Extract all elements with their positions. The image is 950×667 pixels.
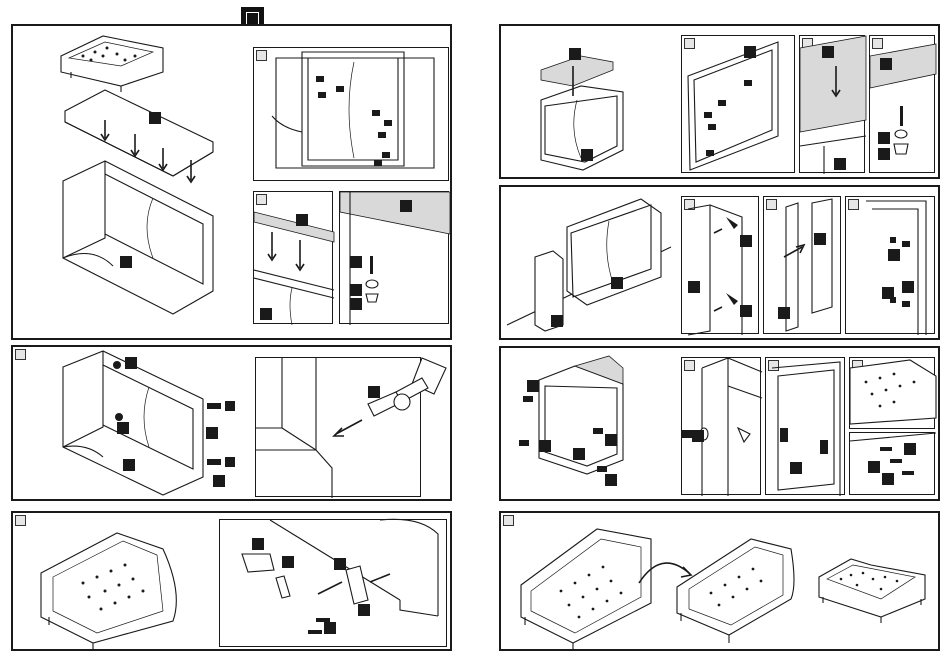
sub-step-bracket — [219, 519, 447, 647]
step-badge — [123, 459, 135, 471]
step-badge — [882, 473, 894, 485]
step-badge — [350, 298, 362, 310]
wrench-icon — [366, 294, 378, 302]
sofa-thumbnail-icon — [61, 36, 163, 92]
step-badge — [296, 214, 308, 226]
sub-step-drill — [255, 357, 421, 497]
sub-step-corner-seat — [849, 357, 935, 429]
step-badge — [358, 604, 370, 616]
corner-bracket-illustration — [766, 358, 846, 496]
step-badge — [334, 558, 346, 570]
sofa-section-left — [521, 529, 651, 651]
sub-step-side-left — [681, 196, 759, 334]
step-badge — [213, 475, 225, 487]
bracket-icon — [780, 428, 828, 454]
sub-step-right-top — [799, 35, 865, 173]
washer-icon — [366, 280, 378, 288]
wrench-icon — [894, 144, 908, 154]
step-panel-right-4 — [499, 511, 940, 651]
step-badge — [692, 430, 704, 442]
step-badge — [117, 422, 129, 434]
step-badge — [551, 315, 563, 327]
sub-step-corner-bracket — [765, 357, 845, 495]
step-badge — [814, 233, 826, 245]
step-badge — [790, 462, 802, 474]
step-badge — [868, 461, 880, 473]
sub-step-corner-bolt — [681, 357, 761, 495]
step-badge — [778, 307, 790, 319]
step-badge — [324, 622, 336, 634]
step-panel-right-3 — [499, 346, 940, 501]
step-badge — [539, 440, 551, 452]
step-panel-right-1 — [499, 24, 940, 179]
corner-bolt-illustration — [682, 358, 762, 496]
step-panel-left-3 — [11, 511, 452, 651]
step-panel-right-2 — [499, 185, 940, 340]
corner-seat-illustration — [850, 358, 936, 430]
step-badge — [822, 46, 834, 58]
step-badge — [740, 305, 752, 317]
side-mid-illustration — [764, 197, 842, 335]
step-badge — [888, 249, 900, 261]
sub-step-bolts — [253, 47, 449, 181]
washer-icon — [895, 130, 907, 138]
step-badge — [744, 46, 756, 58]
right-bolts-illustration — [682, 36, 796, 174]
step-badge — [740, 235, 752, 247]
step-panel-left-2 — [11, 345, 452, 501]
step-badge — [581, 149, 593, 161]
step-badge — [878, 148, 890, 160]
sub-step-corner-screws — [849, 432, 935, 495]
drill-detail-illustration — [256, 358, 422, 498]
step-badge — [688, 281, 700, 293]
screw-icon — [900, 106, 903, 126]
step-badge — [573, 448, 585, 460]
step-badge — [125, 357, 137, 369]
step-badge — [904, 443, 916, 455]
step-badge — [605, 434, 617, 446]
step-badge — [605, 474, 617, 486]
step-badge — [611, 277, 623, 289]
step-badge — [902, 281, 914, 293]
bracket-icon — [242, 554, 368, 604]
sofa-section-right — [677, 539, 794, 643]
step-badge — [149, 112, 161, 124]
corner-screws-illustration — [850, 433, 936, 496]
sofa-assembled-thumbnail — [819, 559, 925, 623]
fasten-detail-illustration — [254, 192, 334, 325]
step-badge — [120, 256, 132, 268]
step-badge — [350, 256, 362, 268]
top-board — [65, 90, 213, 182]
screw-icon — [370, 256, 373, 274]
bolts-detail-illustration — [254, 48, 450, 182]
step-badge — [368, 386, 380, 398]
step-badge — [569, 48, 581, 60]
sub-step-fasten — [253, 191, 333, 324]
frame-box — [63, 161, 213, 314]
bolt-icon — [316, 76, 392, 166]
sub-step-side-mid — [763, 196, 841, 334]
step-panel-left-1 — [11, 24, 452, 340]
bolt-icon — [704, 80, 752, 156]
step-badge — [400, 200, 412, 212]
final-assembly-illustration — [501, 513, 942, 653]
step-badge — [350, 284, 362, 296]
step-badge — [252, 538, 264, 550]
side-right-illustration — [846, 197, 936, 335]
step-badge — [206, 427, 218, 439]
step-badge — [878, 132, 890, 144]
step-badge — [527, 380, 539, 392]
step-badge — [282, 556, 294, 568]
sub-step-side-right — [845, 196, 935, 334]
sub-step-screw — [339, 191, 449, 324]
screw-icon — [726, 217, 738, 305]
sub-step-right-bolts — [681, 35, 795, 173]
wrench-icon — [738, 428, 750, 442]
step-badge — [260, 308, 272, 320]
sub-step-right-screw — [869, 35, 935, 173]
step-badge — [834, 158, 846, 170]
step-badge — [882, 287, 894, 299]
step-badge — [880, 58, 892, 70]
